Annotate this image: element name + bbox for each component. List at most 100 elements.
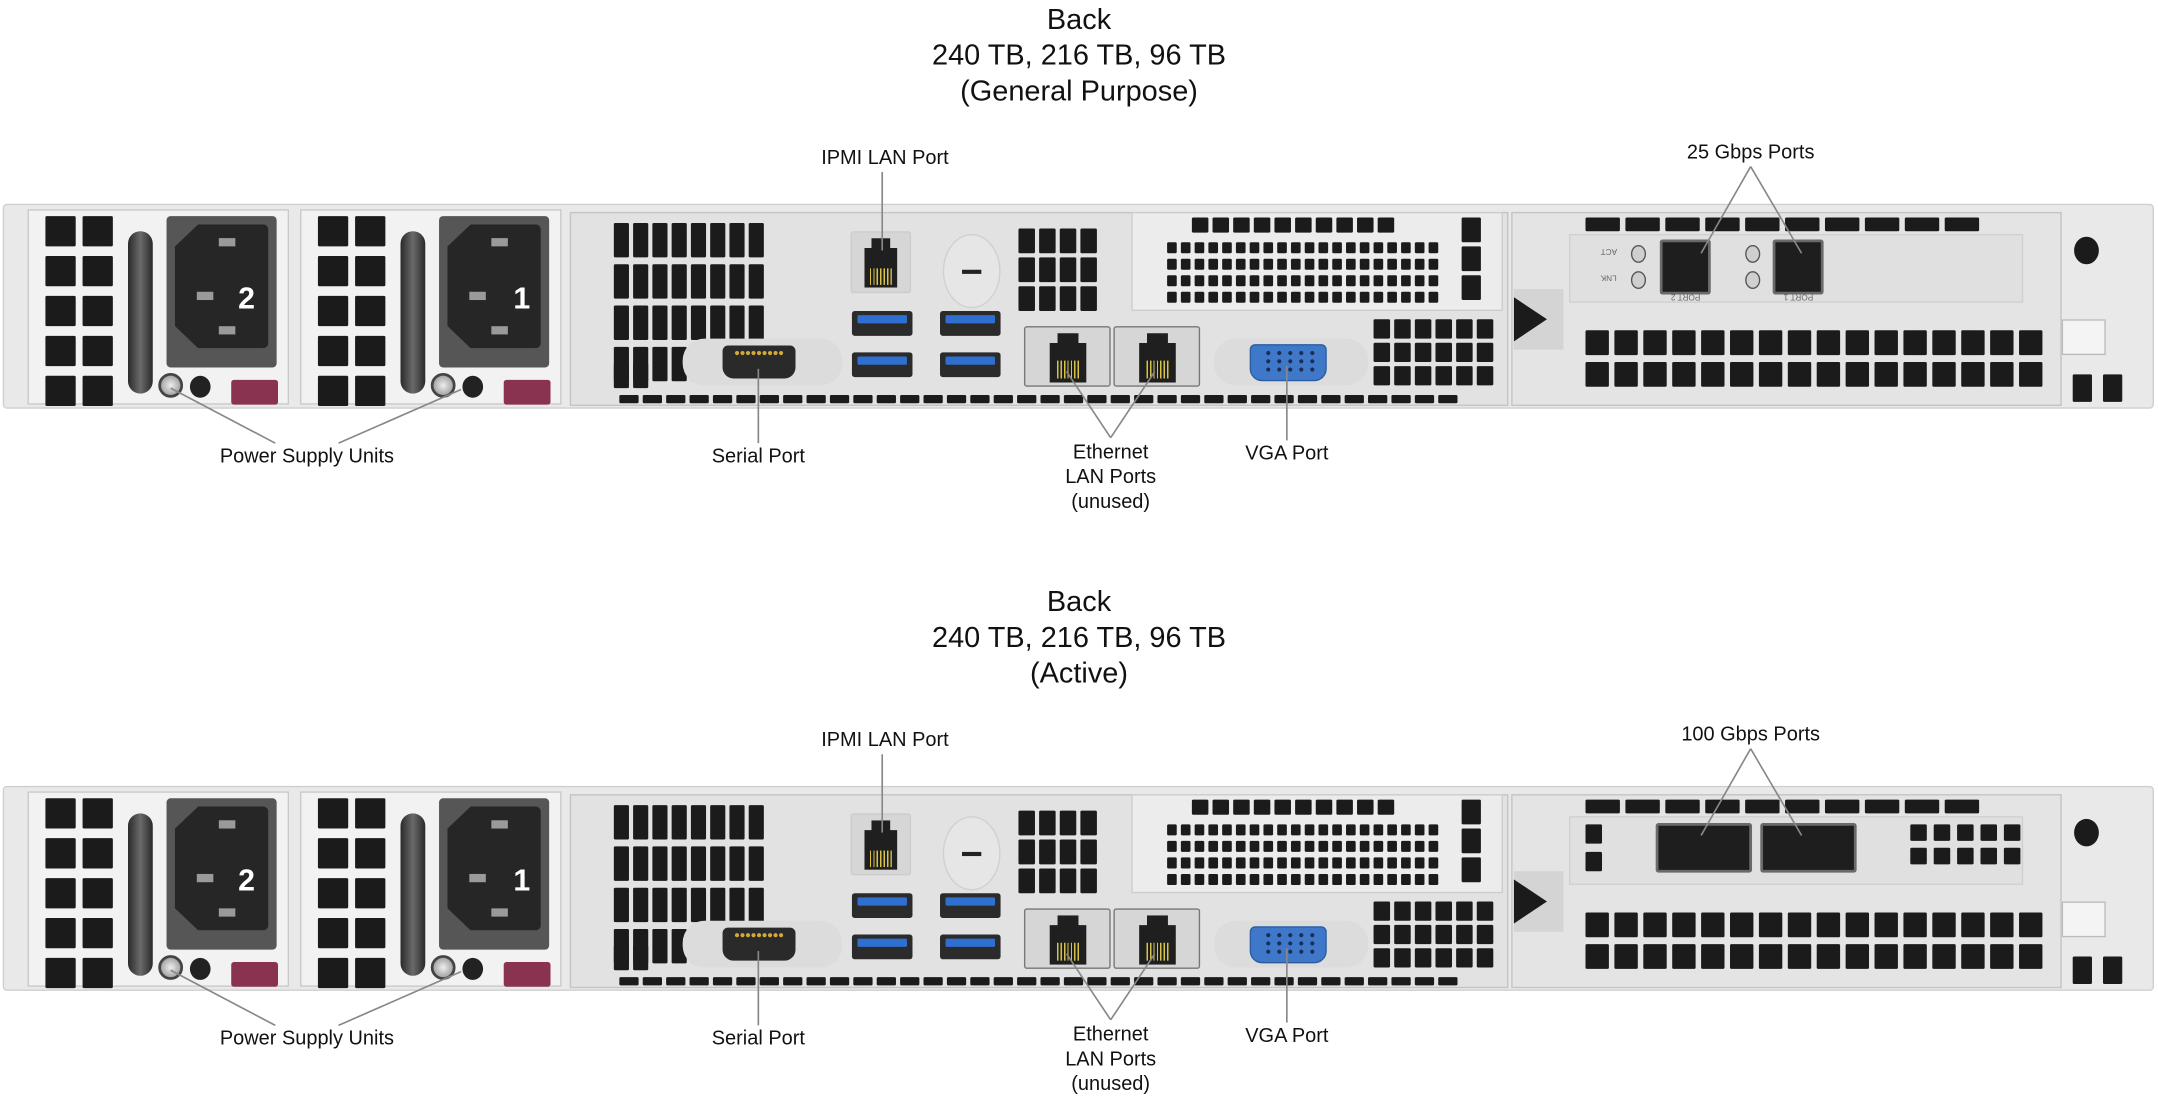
- usb-port[interactable]: [851, 893, 913, 918]
- vent-slot: [1359, 258, 1370, 270]
- vga-port-label: VGA Port: [1245, 1025, 1329, 1048]
- vent-slot: [1758, 330, 1783, 356]
- vent-slot: [2019, 330, 2043, 356]
- serial-port[interactable]: [722, 345, 796, 379]
- sfp28-port-1[interactable]: [1772, 239, 1824, 295]
- ipmi-lan-port[interactable]: [850, 813, 912, 876]
- vent-slot: [1063, 394, 1084, 404]
- vent-slot: [1080, 810, 1097, 836]
- vent-slot: [1274, 394, 1294, 404]
- psu-vent-grid: [317, 216, 386, 407]
- vga-port[interactable]: [1249, 926, 1327, 964]
- vent-slot: [619, 977, 639, 986]
- vent-slot: [690, 305, 707, 340]
- usb-port[interactable]: [851, 311, 913, 336]
- vent-slot: [1018, 868, 1035, 894]
- network-ports-label: 100 Gbps Ports: [1681, 723, 1820, 746]
- vent-slot: [1039, 868, 1056, 894]
- vga-port[interactable]: [1249, 344, 1327, 382]
- vent-slot: [1401, 242, 1411, 254]
- slot-release-tab[interactable]: [1513, 289, 1564, 350]
- vent-slot: [1961, 944, 1985, 969]
- psu-release-latch[interactable]: [231, 379, 279, 405]
- psu-handle[interactable]: [127, 813, 153, 976]
- usb-port[interactable]: [940, 311, 1001, 336]
- vent-slot: [1277, 840, 1287, 852]
- vent-slot: [1346, 291, 1356, 303]
- ethernet-lan-port-1[interactable]: [1023, 326, 1111, 387]
- vent-slot: [1087, 394, 1107, 404]
- vent-slot: [1359, 824, 1370, 836]
- vent-slot: [1373, 924, 1391, 945]
- vent-slot: [1039, 228, 1056, 254]
- vent-slot: [2019, 361, 2043, 387]
- nic-top-vents: [1585, 217, 1980, 232]
- vent-slot: [1194, 857, 1205, 869]
- minus-icon: [962, 851, 982, 857]
- ethernet-lan-port-2[interactable]: [1113, 908, 1201, 969]
- vent-slot: [317, 917, 349, 949]
- ipmi-lan-port[interactable]: [850, 231, 912, 294]
- power-pin: [196, 873, 214, 883]
- vent-slot: [1957, 847, 1974, 865]
- serial-port[interactable]: [722, 927, 796, 961]
- vent-slot: [736, 977, 756, 986]
- vent-slot: [1903, 330, 1927, 356]
- usb-port[interactable]: [940, 893, 1001, 918]
- psu-release-latch[interactable]: [503, 962, 551, 987]
- power-pin: [218, 238, 236, 247]
- rj45-contacts: [869, 850, 892, 868]
- vent-slot: [1787, 912, 1812, 938]
- vent-slot: [671, 264, 687, 299]
- connector-pin: [1265, 949, 1270, 954]
- usb-port[interactable]: [851, 352, 913, 378]
- ethernet-lan-port-1[interactable]: [1023, 908, 1111, 969]
- vent-slot: [1194, 840, 1205, 852]
- vent-slot: [633, 846, 649, 881]
- vent-slot: [710, 846, 726, 881]
- vent-slot: [642, 977, 663, 986]
- power-pin: [469, 873, 486, 883]
- vent-slot: [1428, 857, 1439, 869]
- vent-slot: [1373, 948, 1391, 968]
- ethernet-label-line-3: (unused): [1071, 491, 1151, 514]
- psu-handle[interactable]: [400, 813, 426, 976]
- vent-slot: [1980, 824, 1998, 841]
- vent-slot: [1785, 799, 1820, 814]
- ethernet-lan-port-2[interactable]: [1113, 326, 1201, 387]
- connector-pin: [1265, 941, 1270, 946]
- vent-slot: [1194, 824, 1205, 836]
- vent-slot: [748, 222, 764, 258]
- psu-handle[interactable]: [400, 231, 426, 394]
- vent-slot: [1701, 912, 1725, 938]
- vent-slot: [1212, 217, 1230, 233]
- vent-slot: [1585, 944, 1609, 969]
- usb-port[interactable]: [940, 934, 1001, 960]
- vent-slot: [1208, 873, 1219, 885]
- connector-pin: [1298, 941, 1303, 946]
- vent-slot: [1933, 847, 1951, 865]
- vent-slot: [1249, 857, 1260, 869]
- qsfp28-port-1[interactable]: [1760, 823, 1857, 873]
- connector-pin: [767, 350, 773, 356]
- slot-release-tab[interactable]: [1513, 871, 1564, 932]
- vent-slot: [1672, 912, 1696, 938]
- vent-slot: [1435, 319, 1452, 339]
- vent-slot: [613, 222, 629, 258]
- power-pin: [491, 820, 508, 829]
- sfp28-port-2[interactable]: [1659, 239, 1711, 295]
- nic-top-vents: [1585, 799, 1980, 814]
- vent-slot: [729, 887, 745, 923]
- usb-port[interactable]: [940, 352, 1001, 378]
- qsfp28-port-2[interactable]: [1655, 823, 1753, 873]
- usb-port[interactable]: [851, 934, 913, 960]
- vent-slot: [1253, 799, 1271, 815]
- vent-slot: [1318, 873, 1329, 885]
- vent-slot: [1290, 873, 1301, 885]
- psu-release-latch[interactable]: [231, 962, 279, 987]
- psu-release-latch[interactable]: [503, 379, 551, 405]
- psu-handle[interactable]: [127, 231, 153, 394]
- connector-pin: [1298, 359, 1303, 364]
- vent-slot: [1401, 873, 1411, 885]
- vent-slot: [1414, 319, 1432, 339]
